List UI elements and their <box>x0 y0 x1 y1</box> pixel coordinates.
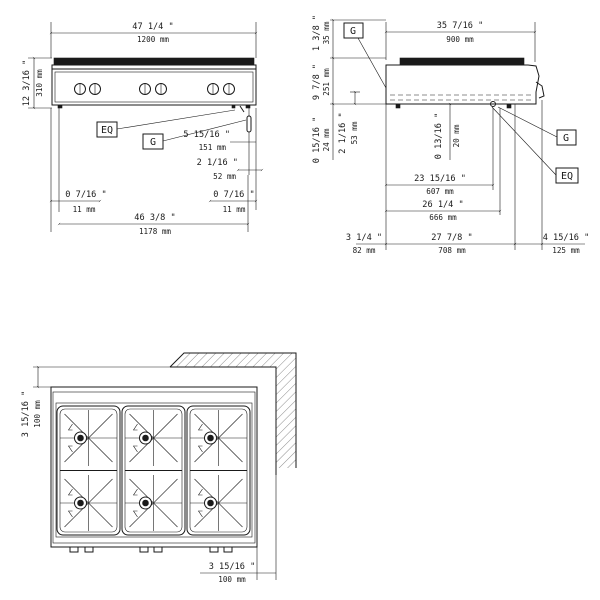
side-feet-mm: 24 mm <box>322 128 331 151</box>
side-clearance-mm: 100 mm <box>218 575 246 584</box>
side-front-mm: 82 mm <box>353 246 376 255</box>
front-height-dimension: 12 3/16 " 310 mm <box>22 56 52 110</box>
side-gas-h-mm: 53 mm <box>350 121 359 144</box>
gas-depth-dimension: 2 1/16 " 52 mm <box>197 158 264 181</box>
side-g-tag: G <box>343 22 387 89</box>
top-view: 3 15/16 " 100 mm 3 15/16 " 100 mm <box>21 352 297 584</box>
knob-icon <box>139 83 151 95</box>
grate-section <box>56 405 121 536</box>
eq-tag: EQ <box>96 109 236 138</box>
side-clearance-in: 3 15/16 " <box>209 562 256 572</box>
knob-icon <box>89 83 101 95</box>
front-width-mm: 1200 mm <box>137 35 169 44</box>
knob-icon <box>223 83 235 95</box>
side-rear-mm: 125 mm <box>552 246 580 255</box>
knob-icon <box>155 83 167 95</box>
side-g-right-tag: G <box>497 106 577 146</box>
grate-section <box>121 405 186 536</box>
side-depth-dimension: 35 7/16 " 900 mm <box>384 21 537 62</box>
side-top-mm: 35 mm <box>322 21 331 44</box>
side-cooktop-body <box>385 57 545 109</box>
burner-icon <box>132 488 152 518</box>
inner-width-mm: 1178 mm <box>139 227 171 236</box>
side-gas-c-in: 0 13/16 " <box>434 113 444 160</box>
side-body-mm: 251 mm <box>322 68 331 96</box>
right-margin-mm: 11 mm <box>223 205 246 214</box>
grate-section <box>186 405 251 536</box>
right-margin-in: 0 7/16 " <box>213 190 254 200</box>
side-mid-mm: 708 mm <box>438 246 466 255</box>
top-cooktop-body <box>50 386 258 553</box>
side-d2-in: 26 1/4 " <box>422 200 463 210</box>
margin-dimensions: 0 7/16 " 11 mm 0 7/16 " 11 mm <box>49 108 258 232</box>
side-horizontal-dimensions: 23 15/16 " 607 mm 26 1/4 " 666 mm 3 1/4 … <box>346 100 589 255</box>
side-g-tag-label: G <box>350 26 356 37</box>
side-eq-right-tag: EQ <box>491 106 579 184</box>
gas-depth-in: 2 1/16 " <box>197 158 238 168</box>
left-margin-mm: 11 mm <box>73 205 96 214</box>
rear-clearance-mm: 100 mm <box>33 400 42 428</box>
side-gas-c-mm: 20 mm <box>452 124 461 147</box>
gas-depth-mm: 52 mm <box>213 172 236 181</box>
side-d2-mm: 666 mm <box>429 213 457 222</box>
side-depth-mm: 900 mm <box>446 35 474 44</box>
side-d1-mm: 607 mm <box>426 187 454 196</box>
g-tag-label: G <box>150 137 156 148</box>
gas-offset-dimension: 5 15/16 " 151 mm <box>183 108 257 210</box>
knob-icon <box>74 83 86 95</box>
front-view: 47 1/4 " 1200 mm 12 3/16 " 310 mm <box>22 22 264 236</box>
front-height-in: 12 3/16 " <box>22 60 32 107</box>
front-width-in: 47 1/4 " <box>132 22 173 32</box>
side-depth-in: 35 7/16 " <box>437 21 484 31</box>
side-rear-in: 4 15/16 " <box>543 233 590 243</box>
side-g-right-label: G <box>563 133 569 144</box>
rear-clearance-dimension: 3 15/16 " 100 mm <box>21 365 170 438</box>
burner-icon <box>197 423 217 453</box>
burner-icon <box>67 488 87 518</box>
side-gas-h-in: 2 1/16 " <box>338 112 348 153</box>
side-clearance-dimension: 3 15/16 " 100 mm <box>200 475 277 584</box>
inner-width-dimension: 46 3/8 " 1178 mm <box>57 213 250 236</box>
eq-tag-label: EQ <box>101 125 113 136</box>
grates <box>56 405 251 536</box>
burner-icon <box>132 423 152 453</box>
knob-icon <box>207 83 219 95</box>
side-top-in: 1 3/8 " <box>312 15 322 51</box>
burner-icon <box>67 423 87 453</box>
side-feet-in: 0 15/16 " <box>312 117 322 164</box>
front-gas-connection <box>239 105 252 133</box>
side-view: G 35 7/16 " 900 mm G <box>312 15 589 255</box>
side-vertical-dimensions: 1 3/8 " 35 mm 9 7/8 " 251 mm 0 15/16 " 2… <box>312 15 461 163</box>
front-height-mm: 310 mm <box>35 69 44 97</box>
front-cooktop-body <box>51 57 257 109</box>
gas-offset-in: 5 15/16 " <box>183 130 230 140</box>
wall-corner <box>169 352 297 475</box>
inner-width-in: 46 3/8 " <box>134 213 175 223</box>
front-width-dimension: 47 1/4 " 1200 mm <box>49 22 258 58</box>
g-tag: G <box>142 119 247 150</box>
side-eq-right-label: EQ <box>561 171 573 182</box>
side-body-in: 9 7/8 " <box>312 64 322 100</box>
burner-icon <box>197 488 217 518</box>
front-knobs <box>74 83 235 95</box>
left-margin-in: 0 7/16 " <box>65 190 106 200</box>
rear-clearance-in: 3 15/16 " <box>21 391 31 438</box>
gas-offset-mm: 151 mm <box>199 143 227 152</box>
side-d1-in: 23 15/16 " <box>414 174 466 184</box>
side-mid-in: 27 7/8 " <box>431 233 472 243</box>
side-front-in: 3 1/4 " <box>346 233 382 243</box>
